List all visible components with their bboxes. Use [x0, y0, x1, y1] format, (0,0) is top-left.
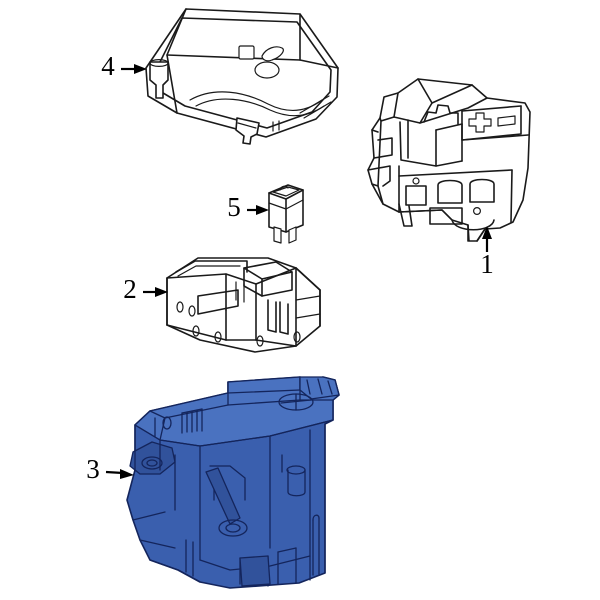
cover-marking-oval [254, 61, 280, 79]
relay-blade-terminal-right [288, 226, 297, 244]
callout-5-arrowhead [256, 205, 269, 215]
part-1-fuse-block-assembly[interactable] [367, 78, 531, 242]
part-3-fuse-box-housing-lower[interactable] [126, 376, 340, 589]
callout-3[interactable]: 3 [86, 454, 134, 484]
callout-4-number: 4 [101, 51, 115, 81]
callout-2[interactable]: 2 [123, 274, 168, 304]
callout-3-arrowhead [120, 469, 134, 479]
relay-blade-terminal-left [273, 226, 282, 244]
callout-1-arrowhead [482, 226, 492, 239]
callout-2-number: 2 [123, 274, 137, 304]
bracket-hole-5 [256, 335, 264, 347]
bracket-hole-4 [214, 331, 222, 343]
callout-4[interactable]: 4 [101, 51, 147, 81]
part-2-relay-bracket-lower-tray[interactable] [166, 257, 321, 353]
cover-marking-square [238, 45, 255, 60]
bracket-hole-6 [293, 331, 301, 343]
plus-terminal-cross-icon [468, 112, 492, 133]
housing-mount-eyelet-lower [218, 519, 248, 537]
housing-mount-eyelet-left [141, 456, 163, 470]
callout-1-number: 1 [480, 249, 494, 279]
callout-1[interactable]: 1 [480, 226, 494, 279]
bracket-hole-3 [192, 325, 200, 337]
cover-latch-tab-bottom [235, 117, 260, 145]
callout-2-arrowhead [155, 287, 168, 297]
bracket-hole-1 [176, 301, 184, 313]
cover-marking-teardrop [261, 46, 284, 62]
callout-3-number: 3 [86, 454, 100, 484]
housing-hole-upper-left [162, 416, 172, 430]
cover-latch-tab-left [149, 61, 169, 99]
callout-4-arrowhead [134, 64, 147, 74]
part-4-fuse-box-cover-upper[interactable] [145, 8, 339, 145]
callout-5[interactable]: 5 [227, 192, 269, 222]
bracket-hole-2 [188, 305, 196, 317]
callout-5-number: 5 [227, 192, 241, 222]
part-5-relay[interactable] [268, 184, 304, 244]
